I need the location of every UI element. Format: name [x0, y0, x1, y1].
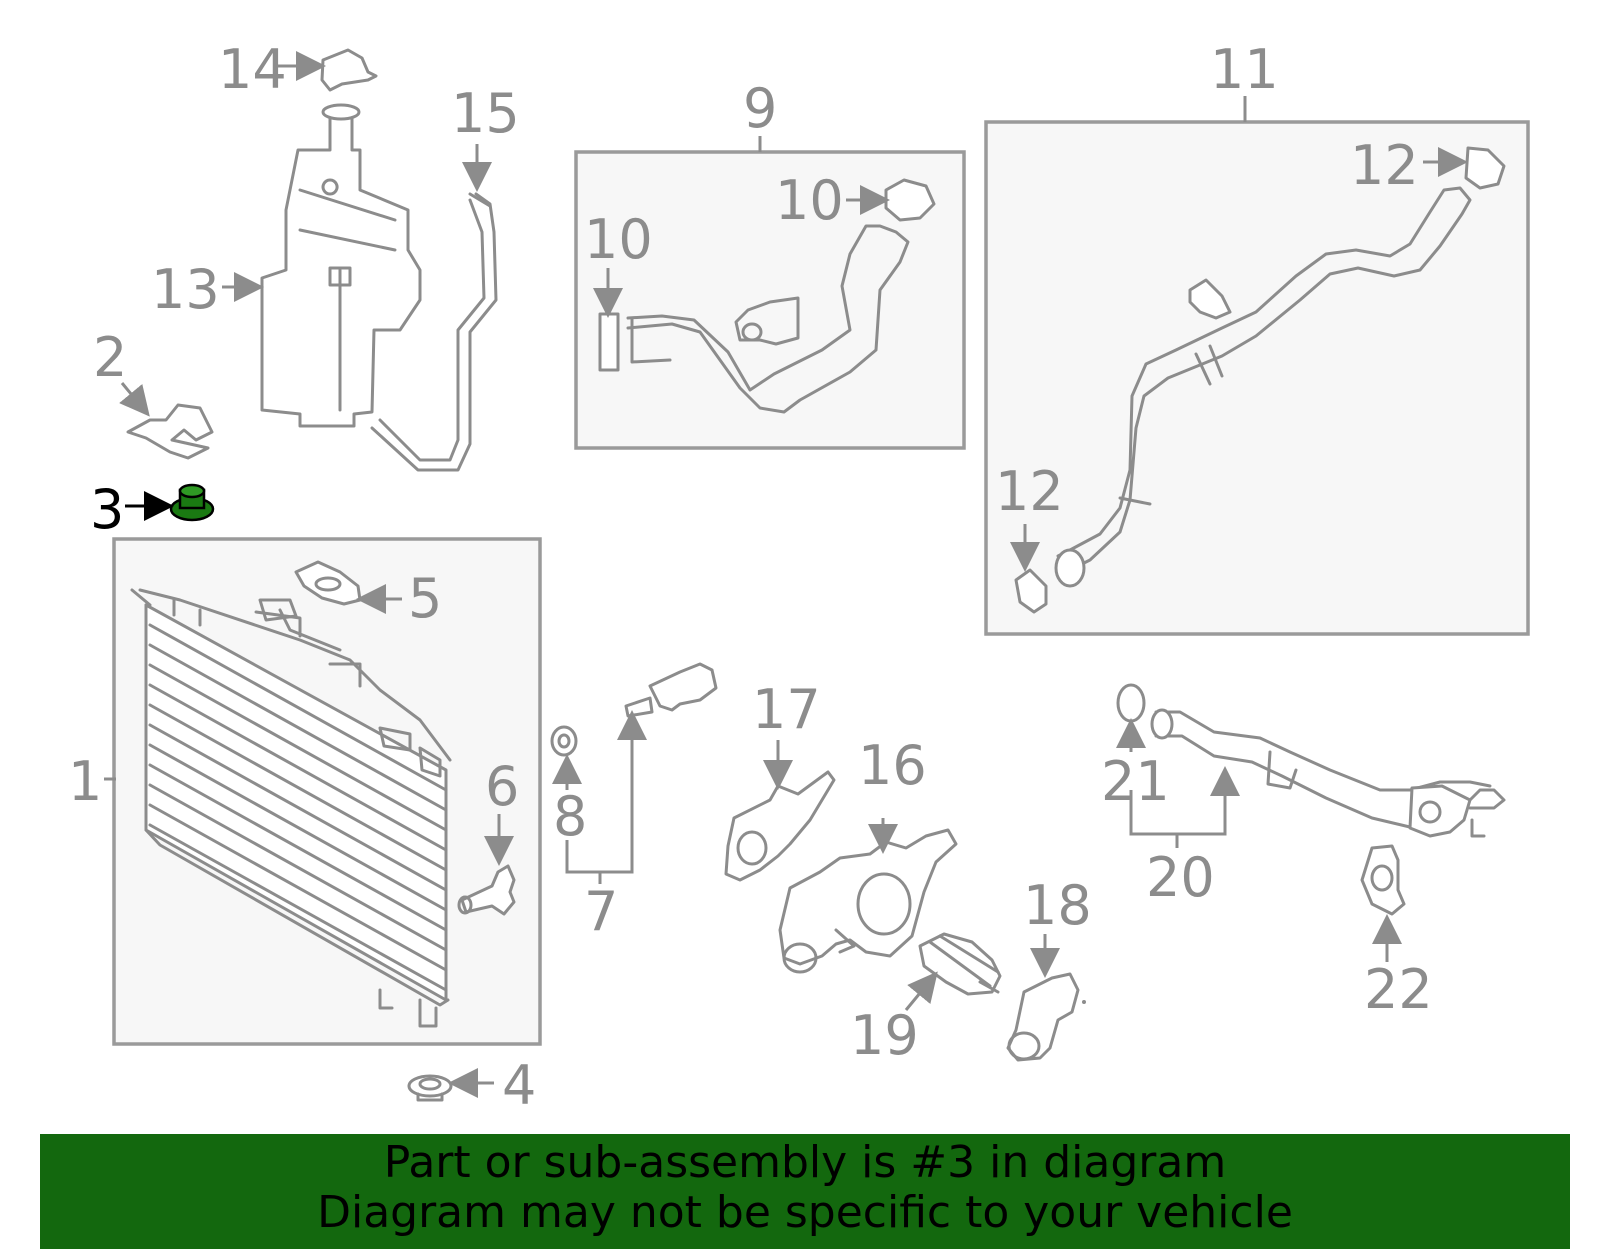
callout-15: 15: [451, 82, 520, 145]
banner-line-1: Part or sub-assembly is #3 in diagram: [383, 1137, 1227, 1188]
bracket-part: [126, 403, 214, 460]
callout-14: 14: [218, 38, 287, 101]
coolant-reservoir-part: [260, 103, 422, 428]
water-pipe-part: [1150, 708, 1506, 838]
callout-13: 13: [151, 258, 220, 321]
callout-2: 2: [93, 326, 127, 389]
callout-16: 16: [858, 734, 927, 797]
radiator-part: [130, 588, 452, 1028]
highlighted-grommet-part: [169, 483, 215, 522]
callout-8: 8: [553, 785, 587, 848]
callout-21: 21: [1101, 750, 1170, 813]
callout-10-right: 10: [775, 169, 844, 232]
sensor-gasket-part: [550, 725, 578, 757]
callout-9: 9: [743, 77, 777, 140]
thermostat-part: [918, 932, 1002, 996]
callout-11: 11: [1210, 38, 1279, 101]
overflow-hose-part: [370, 192, 498, 472]
drain-cock-part: [457, 864, 516, 916]
group-box-lower-hose: [984, 120, 1530, 636]
banner-line-2: Diagram may not be specific to your vehi…: [317, 1187, 1293, 1238]
callout-12-bottom: 12: [995, 460, 1064, 523]
callout-6: 6: [485, 755, 519, 818]
o-ring-part: [1116, 683, 1146, 723]
callout-20: 20: [1146, 846, 1215, 909]
pipe-gasket-part: [1360, 844, 1406, 916]
callout-5: 5: [408, 567, 442, 630]
callout-19: 19: [850, 1004, 919, 1067]
callout-17: 17: [752, 678, 821, 741]
callout-7: 7: [584, 880, 618, 943]
reservoir-cap-part: [320, 48, 378, 92]
water-inlet-part: [1006, 972, 1086, 1062]
callout-22: 22: [1364, 958, 1433, 1021]
drain-plug-part: [407, 1074, 453, 1102]
housing-gasket-part: [724, 770, 836, 882]
info-banner: Part or sub-assembly is #3 in diagram Di…: [40, 1134, 1570, 1249]
callout-4: 4: [502, 1054, 536, 1117]
callout-10-left: 10: [584, 208, 653, 271]
temperature-sensor-part: [624, 662, 718, 718]
callout-18: 18: [1023, 874, 1092, 937]
callout-12-top: 12: [1350, 134, 1419, 197]
callout-3: 3: [90, 478, 124, 541]
callout-1: 1: [68, 750, 102, 813]
